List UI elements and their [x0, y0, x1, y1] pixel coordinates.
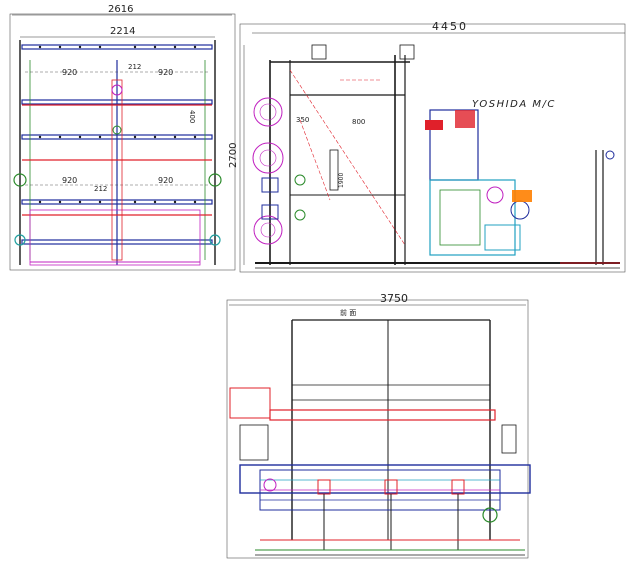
- front-view: 2616 2214: [9, 4, 236, 271]
- dim-400: 400: [188, 110, 196, 123]
- front-label: 前 面: [340, 308, 356, 317]
- dim-4450: 4450: [432, 20, 468, 33]
- dim-2616: 2616: [108, 4, 133, 15]
- dim-3750: 3750: [380, 292, 408, 305]
- dim-800: 800: [352, 118, 365, 126]
- dim-212-bottom: 212: [94, 185, 107, 193]
- dim-2700: 2700: [228, 143, 239, 168]
- dim-1900: 1900: [338, 173, 345, 188]
- dim-920-a: 920: [62, 68, 77, 77]
- side-view: 4450 2700: [228, 20, 626, 273]
- dim-920-d: 920: [158, 176, 173, 185]
- machine-label: YOSHIDA M/C: [472, 99, 556, 110]
- plan-view: 3750 前 面: [226, 292, 531, 559]
- dim-920-b: 920: [158, 68, 173, 77]
- dim-350: 350: [296, 116, 309, 124]
- dim-212-top: 212: [128, 63, 141, 71]
- dim-920-c: 920: [62, 176, 77, 185]
- dim-2214: 2214: [110, 26, 135, 37]
